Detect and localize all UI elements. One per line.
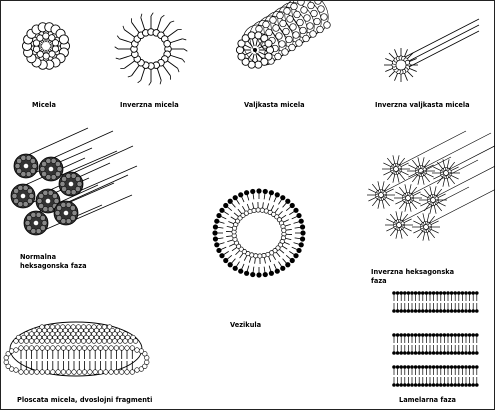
label-inverzna-valjkasta-micela: Inverzna valjkasta micela [375,101,470,109]
label-normalna-heksagonska-line1: Normalna [20,253,56,261]
label-inverzna-micela: Inverzna micela [120,101,179,109]
label-inverzna-heksagonska-line1: Inverzna heksagonska [371,268,454,276]
label-micela: Micela [32,101,56,109]
lamellar-phase-figure [392,291,478,387]
label-ploscata-micela: Ploscata micela, dvoslojni fragmenti [17,396,152,404]
label-inverzna-heksagonska-line2: faza [371,277,387,285]
micelle-figure [22,23,69,70]
label-vezikula: Vezikula [230,321,261,329]
label-valjkasta-micela: Valjkasta micela [244,101,305,109]
bicelle-disc-figure [4,322,149,376]
inverse-cylindrical-micelle-figure [384,19,479,82]
vesicle-figure [212,188,305,277]
label-normalna-heksagonska-line2: heksagonska faza [20,262,87,270]
normal-hexagonal-phase-figure [11,128,137,235]
label-lamelarna-faza: Lamelarna faza [399,396,456,404]
cylindrical-micelle-figure [235,1,335,72]
inverse-micelle-figure [115,13,188,86]
inverse-hexagonal-phase-figure [367,131,495,241]
